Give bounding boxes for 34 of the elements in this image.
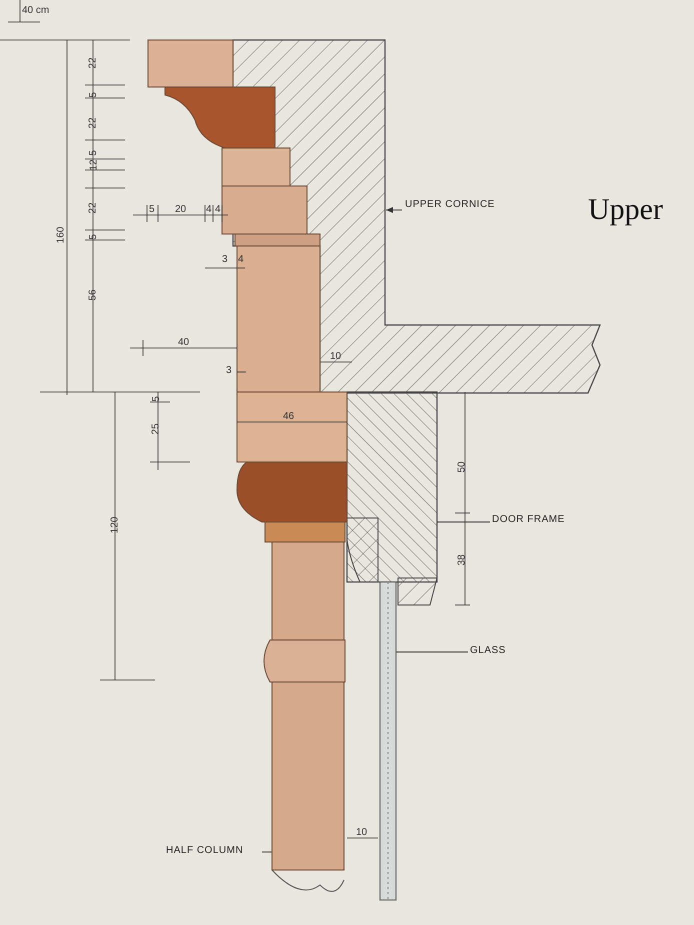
dimension-label: 10 — [330, 352, 342, 362]
callout-label: UPPER CORNICE — [405, 200, 495, 210]
dimension-label: 5 — [88, 92, 99, 98]
dimension-label: 3 — [222, 255, 228, 265]
dimension-label: 40 — [178, 338, 190, 348]
heading-text: Upper — [588, 195, 663, 225]
leader-line — [386, 207, 402, 213]
dimension-label: 12 — [90, 159, 100, 171]
callout-label: DOOR FRAME — [492, 515, 565, 525]
dimension-label: 25 — [152, 423, 162, 435]
dimension-label: 10 — [356, 828, 368, 838]
dimension-label: 20 — [175, 205, 186, 215]
callout-label: GLASS — [470, 646, 506, 656]
dimension-label: 120 — [110, 516, 120, 534]
dimension-label: 5 — [88, 234, 99, 240]
dimension-label: 4 — [238, 255, 244, 265]
dimension-label: 5 — [149, 205, 155, 215]
glass-pane — [380, 582, 396, 900]
dimension-label: 22 — [88, 202, 99, 214]
dimension-label: 56 — [88, 289, 99, 301]
dimension-label: 50 — [458, 461, 468, 473]
dimension-label: 4 — [215, 205, 221, 215]
dimension-label: 3 — [226, 366, 232, 376]
dimension-label: 5 — [152, 396, 162, 402]
dimension-label: 22 — [88, 57, 99, 69]
scale-label: 40 cm — [22, 6, 50, 16]
dimension-label: 4 — [206, 205, 212, 215]
door-frame-section — [346, 391, 438, 606]
dimension-label: 5 — [88, 150, 99, 156]
dimension-label: 160 — [56, 226, 66, 244]
callout-label: HALF COLUMN — [166, 846, 244, 856]
dimension-label: 46 — [283, 412, 294, 422]
dimension-label: 22 — [88, 117, 99, 129]
dimension-label: 38 — [458, 554, 468, 566]
